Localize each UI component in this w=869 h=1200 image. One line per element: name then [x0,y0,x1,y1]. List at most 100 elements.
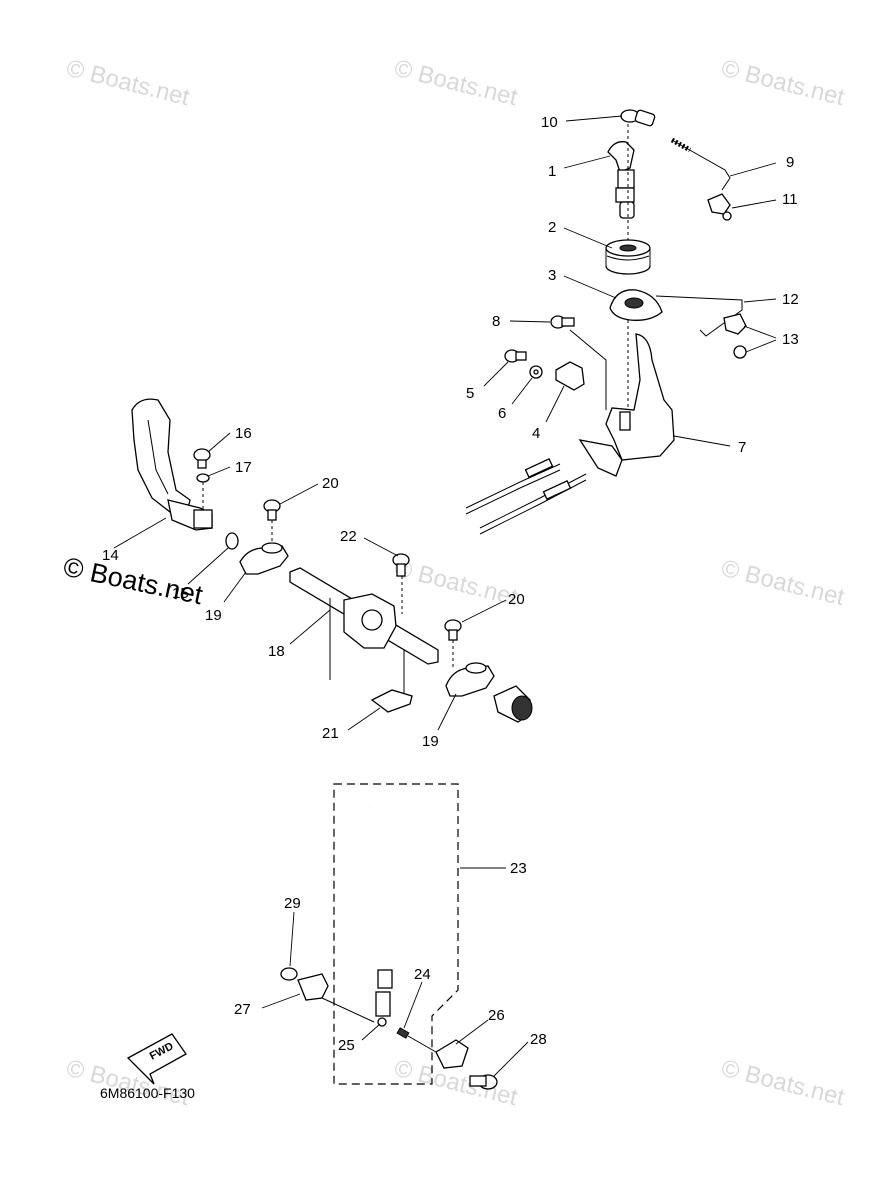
part-17-washer [196,473,210,483]
leader-1 [563,155,611,169]
leader-9 [729,162,777,177]
part-11-joint [707,193,731,215]
part-6-hole [533,369,539,375]
part-23-rod-end [377,969,393,989]
leader-4 [545,385,565,423]
callout-2: 2 [548,219,556,236]
leader-15 [187,547,229,585]
part-10-body [634,109,656,127]
cable-end-lower [542,480,572,500]
leader-12 [743,298,777,303]
assembly-line-2 [407,1035,437,1053]
callout-10: 10 [541,114,558,131]
leader-28 [493,1041,529,1077]
watermark-top-left: © Boats.net [64,55,193,112]
leader-19a [223,571,247,603]
leader-13b [745,339,777,353]
callout-18: 18 [268,643,285,660]
part-27-clip [297,973,329,1001]
callout-8: 8 [492,313,500,330]
leader-24 [403,981,423,1029]
callout-21: 21 [322,725,339,742]
part-12-link [655,295,743,337]
cable-upper-2 [465,469,561,515]
part-13-joint [723,313,747,335]
part-1-collar [615,187,635,203]
part-2-groove [606,255,650,261]
watermark-top-center: © Boats.net [392,55,521,112]
part-26-clip [435,1039,469,1069]
callout-23: 23 [510,860,527,877]
leader-16 [207,432,231,453]
callout-1: 1 [548,163,556,180]
part-19b-top [465,662,487,674]
leader-21 [347,707,381,731]
part-15-oring [225,532,239,550]
part-25-joint [375,991,391,1017]
leader-11 [731,199,777,209]
leader-18 [289,609,331,645]
leader-2 [563,227,613,249]
part-20b-thread [448,629,458,641]
callout-24: 24 [414,966,431,983]
part-8-thread [561,317,575,327]
leader-6 [511,377,533,405]
part-1-shaft [617,169,635,189]
callout-26: 26 [488,1007,505,1024]
diagram-code: 6M86100-F130 [100,1085,195,1101]
part-16-head [193,448,211,462]
watermark-bottom-right: © Boats.net [719,1055,848,1112]
callout-11: 11 [782,191,798,208]
part-23-rod-outer [369,799,387,970]
part-4-clamp [555,361,585,391]
leader-10 [565,115,623,122]
watermark-bottom-left: © Boats.net [64,1055,193,1112]
part-9-thread [670,137,692,153]
part-29-bolt [280,967,298,981]
callout-14: 14 [102,547,119,564]
callout-25: 25 [338,1037,355,1054]
part-24-pin [396,1027,410,1039]
callout-12: 12 [782,291,799,308]
part-7-arm [578,439,623,477]
leader-19b [437,693,457,731]
leader-26 [455,1019,489,1045]
leader-7 [673,435,731,447]
leader-22 [363,537,399,557]
leader-3 [563,275,617,299]
leader-27 [261,993,301,1009]
cable-end-upper [524,458,554,478]
part-7-bracket [605,333,675,461]
part-23-kit-outline [333,783,459,1085]
part-19a-top [261,542,283,554]
part-14-inner [147,419,169,495]
part-21-plate [370,689,413,713]
cable-upper [465,463,561,509]
part-18-hub [361,609,383,631]
part-28-thread [469,1075,487,1087]
callout-13: 13 [782,331,799,348]
watermark-mid-right: © Boats.net [719,555,848,612]
callout-17: 17 [235,459,252,476]
leader-5 [483,361,509,387]
assembly-line-1 [321,997,375,1023]
part-7-slot [619,411,631,431]
callout-7: 7 [738,439,746,456]
part-14-socket [193,509,213,529]
part-19b-bushing [445,665,495,697]
callout-5: 5 [466,385,474,402]
throttle-link-assembly [465,109,747,535]
fwd-arrow-shape [126,1033,187,1085]
leader-20a [279,483,319,505]
callout-20b: 20 [508,591,525,608]
shift-shaft-assembly [131,398,533,723]
part-3-hole [624,297,644,309]
leader-17 [207,466,231,477]
callout-3: 3 [548,267,556,284]
callout-leaders [113,115,777,1077]
callout-19a: 19 [205,607,222,624]
part-5-thread [515,351,527,361]
callout-29: 29 [284,895,301,912]
leader-14 [113,517,167,549]
